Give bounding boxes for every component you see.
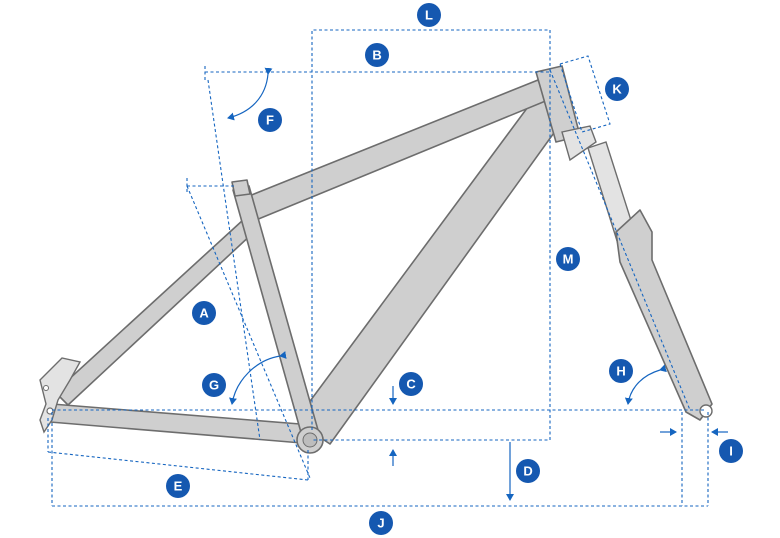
suspension-fork <box>561 125 713 421</box>
badge-C: C <box>399 372 423 396</box>
badge-label-I: I <box>729 444 733 459</box>
arrow-G <box>229 351 287 405</box>
badge-L: L <box>417 3 441 27</box>
badge-H: H <box>609 359 633 383</box>
dim-line-K <box>559 55 611 133</box>
dim-line-L <box>311 29 551 441</box>
seat-stay <box>54 219 255 406</box>
badge-label-G: G <box>209 378 219 393</box>
badge-E: E <box>166 474 190 498</box>
dimension-arrows <box>227 67 728 501</box>
arrow-F <box>227 67 273 121</box>
dim-line-A <box>186 185 311 479</box>
fork-lower-leg <box>615 209 713 421</box>
badge-label-J: J <box>377 516 384 531</box>
badge-label-D: D <box>523 464 532 479</box>
badge-J: J <box>369 511 393 535</box>
badge-G: G <box>202 373 226 397</box>
seat-post-top <box>231 179 251 197</box>
seat-tube <box>232 185 319 437</box>
badge-label-F: F <box>266 113 274 128</box>
badge-label-H: H <box>616 364 625 379</box>
badge-K: K <box>605 77 629 101</box>
badge-A: A <box>192 301 216 325</box>
arrow-H <box>624 364 667 405</box>
bike-frame <box>39 65 581 454</box>
badge-label-E: E <box>174 479 183 494</box>
badge-M: M <box>556 247 580 271</box>
badge-label-A: A <box>199 306 209 321</box>
badge-B: B <box>365 43 389 67</box>
badge-F: F <box>258 108 282 132</box>
badge-label-L: L <box>425 8 433 23</box>
front-axle <box>699 404 713 418</box>
badge-label-K: K <box>612 82 622 97</box>
badge-I: I <box>719 439 743 463</box>
badge-label-B: B <box>372 48 381 63</box>
badge-label-C: C <box>406 377 416 392</box>
badge-D: D <box>516 459 540 483</box>
dim-line-M <box>549 69 691 411</box>
badge-label-M: M <box>563 252 574 267</box>
dimension-lines <box>47 29 709 507</box>
